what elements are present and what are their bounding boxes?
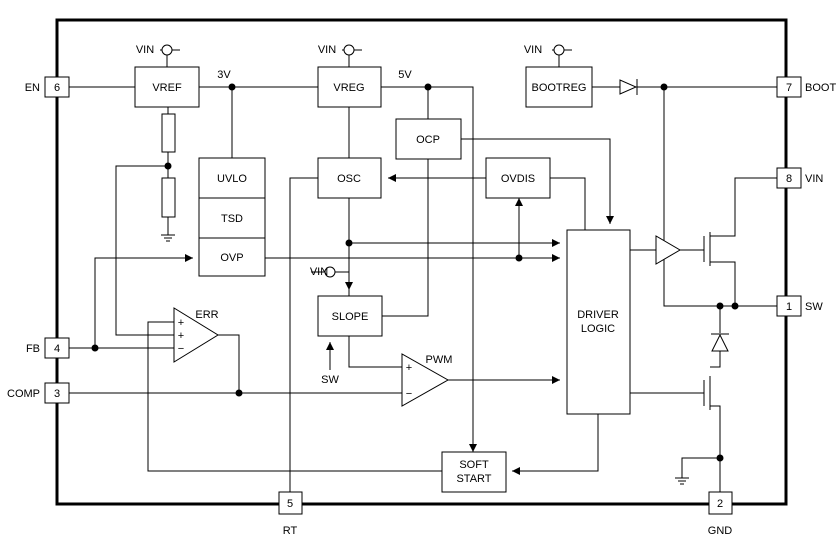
chip-outline	[55, 18, 788, 506]
svg-text:SW: SW	[805, 301, 823, 313]
junctions	[91, 83, 739, 462]
tsd-block	[198, 197, 266, 239]
svg-text:OCP: OCP	[416, 134, 440, 146]
pin-boot: 7 BOOT	[776, 76, 836, 98]
svg-text:BOOT: BOOT	[805, 82, 836, 94]
vin-label: VIN	[524, 44, 542, 56]
pwm-minus: −	[406, 388, 412, 400]
gate-driver-buffer	[655, 235, 681, 265]
vreg-block	[317, 66, 382, 108]
3v-label: 3V	[217, 69, 231, 81]
slope-block	[317, 295, 383, 337]
wires	[69, 50, 777, 492]
ocp-block	[395, 118, 462, 160]
vin-label: VIN	[318, 44, 336, 56]
svg-text:VREF: VREF	[152, 82, 182, 94]
svg-text:SLOPE: SLOPE	[332, 311, 369, 323]
err-plus: +	[178, 330, 184, 342]
pwm-plus: +	[406, 362, 412, 374]
svg-text:UVLO: UVLO	[217, 173, 247, 185]
svg-text:3: 3	[54, 388, 60, 400]
vin-supply-icon	[342, 44, 362, 56]
vin-label: VIN	[310, 266, 328, 278]
svg-text:FB: FB	[26, 343, 40, 355]
5v-label: 5V	[398, 69, 412, 81]
vin-supply-icon	[552, 44, 572, 56]
vin-supply-icon	[311, 266, 336, 278]
svg-text:6: 6	[54, 82, 60, 94]
bootreg-block	[525, 66, 593, 108]
svg-text:SOFT: SOFT	[459, 459, 489, 471]
ovp-block	[198, 237, 266, 277]
ground-icon	[161, 234, 175, 242]
pin-sw: 1 SW	[776, 295, 823, 317]
svg-text:COMP: COMP	[7, 388, 40, 400]
ground-icon	[675, 477, 689, 485]
sw-label: SW	[321, 374, 339, 386]
svg-text:OSC: OSC	[337, 173, 361, 185]
svg-text:7: 7	[786, 82, 792, 94]
driver-logic-block	[566, 229, 631, 415]
svg-text:VREG: VREG	[333, 82, 364, 94]
ovdis-block	[485, 157, 551, 199]
pin-gnd: 2 GND	[708, 491, 733, 537]
vin-supply-icon	[160, 44, 180, 56]
pin-vin: 8 VIN	[776, 167, 823, 189]
err-minus: −	[178, 343, 184, 355]
svg-text:GND: GND	[708, 525, 733, 537]
svg-text:OVP: OVP	[220, 252, 243, 264]
svg-text:RT: RT	[283, 525, 298, 537]
svg-text:4: 4	[54, 343, 60, 355]
err-amplifier	[173, 307, 219, 363]
uvlo-block	[198, 157, 266, 199]
resistor-lower	[161, 177, 176, 218]
pwm-label: PWM	[426, 354, 453, 366]
svg-text:DRIVER: DRIVER	[577, 309, 619, 321]
pin-fb: 4 FB	[26, 337, 70, 359]
svg-text:START: START	[456, 473, 491, 485]
svg-text:TSD: TSD	[221, 213, 243, 225]
err-plus: +	[178, 317, 184, 329]
svg-text:2: 2	[717, 498, 723, 510]
vin-label: VIN	[136, 44, 154, 56]
vref-block	[134, 66, 200, 108]
svg-text:EN: EN	[25, 82, 40, 94]
soft-start-block	[441, 451, 507, 493]
pin-rt: 5 RT	[278, 491, 303, 537]
svg-text:BOOTREG: BOOTREG	[531, 82, 586, 94]
osc-block	[317, 157, 382, 199]
svg-text:VIN: VIN	[805, 173, 823, 185]
svg-text:LOGIC: LOGIC	[581, 323, 615, 335]
err-label: ERR	[195, 309, 218, 321]
pin-comp: 3 COMP	[7, 382, 70, 404]
resistor-upper	[161, 113, 176, 153]
arrowheads	[185, 174, 614, 475]
svg-text:5: 5	[287, 498, 293, 510]
pin-en: 6 EN	[25, 76, 70, 98]
pwm-comparator	[401, 353, 450, 407]
freewheel-diode-icon	[711, 333, 729, 352]
svg-text:OVDIS: OVDIS	[501, 173, 535, 185]
svg-text:8: 8	[786, 173, 792, 185]
svg-text:1: 1	[786, 301, 792, 313]
boot-diode-icon	[619, 79, 638, 95]
